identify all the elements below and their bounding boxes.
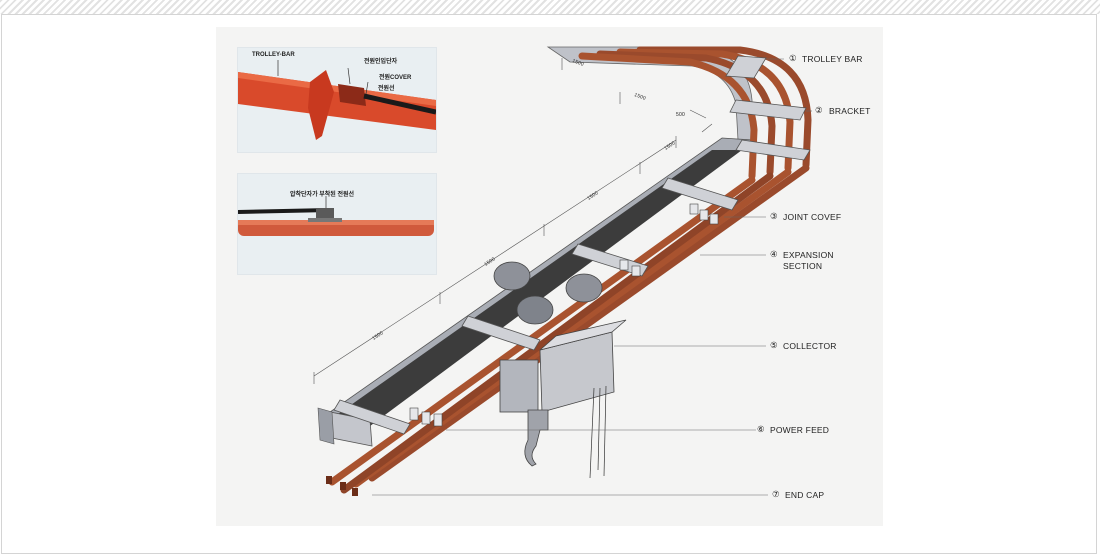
inset-label-trolley-bar: TROLLEY-BAR: [252, 52, 295, 58]
callout-number: ②: [815, 105, 823, 115]
inset-crimp-terminal-drawing: [237, 196, 434, 236]
callout-text: COLLECTOR: [783, 341, 837, 351]
callout-text-line2: SECTION: [783, 261, 823, 271]
inset-label-power-terminal: 전원인입단자: [364, 59, 398, 65]
callout-text: END CAP: [785, 490, 825, 500]
inset-label-power-line: 전원선: [378, 86, 395, 92]
callout-text: BRACKET: [829, 106, 871, 116]
inset-power-feed-drawing: [238, 60, 437, 140]
inset-label-power-cover: 전원COVER: [379, 75, 412, 81]
callout-number: ⑥: [757, 424, 765, 434]
inset-caption-crimp-terminal: 압착단자가 부착된 전원선: [290, 192, 355, 198]
callout-number: ⑤: [770, 340, 778, 350]
callout-number: ①: [789, 53, 797, 63]
callout-number: ③: [770, 211, 778, 221]
callout-text: JOINT COVEF: [783, 212, 842, 222]
callout-number: ④: [770, 249, 778, 259]
callout-number: ⑦: [772, 489, 780, 499]
inset-crimp-terminal-photo: [237, 173, 437, 275]
callout-text: POWER FEED: [770, 425, 830, 435]
top-hatch-border: [0, 0, 1100, 14]
callout-text: TROLLEY BAR: [802, 54, 863, 64]
inset-power-feed-photo: [237, 47, 437, 153]
dim-label-7: 500: [676, 112, 685, 118]
callout-text: EXPANSION: [783, 250, 834, 260]
